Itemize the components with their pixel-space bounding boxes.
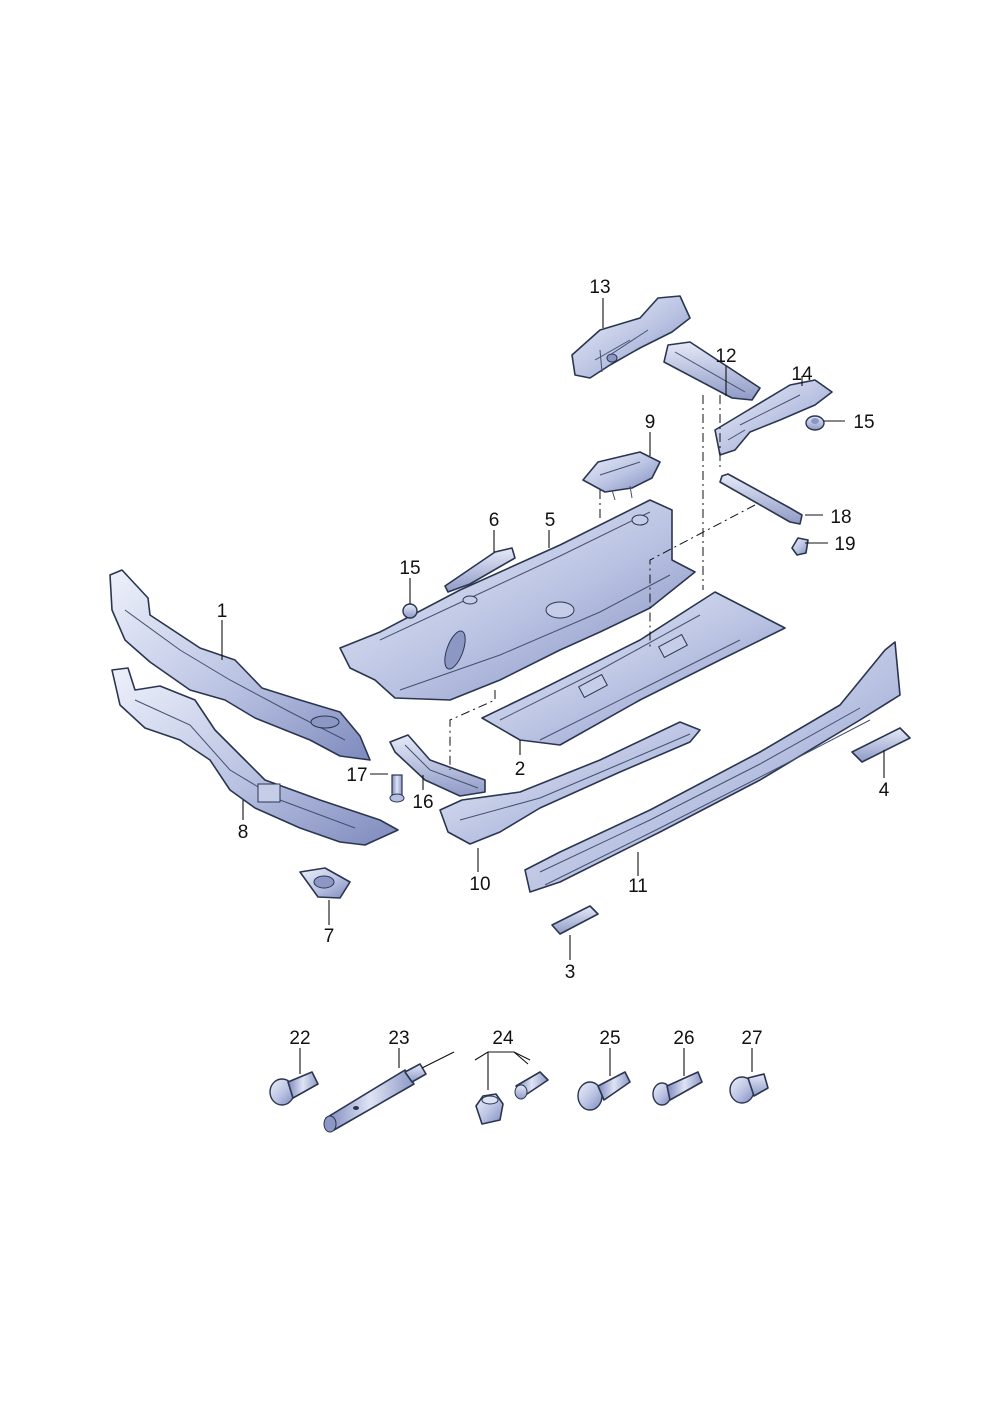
part-25-push-pin bbox=[577, 1048, 631, 1111]
part-8-long-member bbox=[111, 667, 399, 846]
part-23-tube bbox=[323, 1048, 455, 1133]
label-8: 8 bbox=[238, 822, 249, 843]
part-4-clip-plate bbox=[851, 727, 911, 763]
part-16-bracket bbox=[389, 734, 486, 797]
part-18-strap bbox=[719, 473, 803, 525]
callout-labels: 13 12 14 15 9 6 5 18 19 15 1 2 17 16 4 8… bbox=[217, 277, 890, 1049]
label-15-top: 15 bbox=[853, 412, 874, 433]
label-9: 9 bbox=[645, 412, 656, 433]
label-6: 6 bbox=[489, 510, 500, 531]
label-18: 18 bbox=[830, 507, 851, 528]
label-13: 13 bbox=[589, 277, 610, 298]
part-26-push-pin bbox=[652, 1048, 703, 1106]
part-24-fasteners bbox=[474, 1051, 549, 1125]
part-5-tunnel bbox=[339, 499, 696, 701]
label-3: 3 bbox=[565, 962, 576, 983]
part-2-floor-panel bbox=[481, 591, 786, 746]
part-15-nut-lower bbox=[402, 603, 418, 619]
leader-lines bbox=[221, 298, 885, 960]
label-19: 19 bbox=[834, 534, 855, 555]
part-3-clip-plate bbox=[551, 905, 599, 935]
label-1: 1 bbox=[217, 601, 228, 622]
label-23: 23 bbox=[388, 1028, 409, 1049]
label-15-lower: 15 bbox=[399, 558, 420, 579]
label-14: 14 bbox=[791, 364, 813, 385]
part-12-rail bbox=[663, 341, 761, 401]
assembly-lines bbox=[449, 395, 756, 770]
label-25: 25 bbox=[599, 1028, 620, 1049]
part-22-push-pin bbox=[269, 1048, 319, 1106]
part-13-crossmember-bracket bbox=[571, 295, 691, 379]
part-10-sill-inner bbox=[439, 721, 701, 845]
part-7-cap bbox=[299, 867, 351, 899]
label-24: 24 bbox=[492, 1028, 514, 1049]
label-2: 2 bbox=[515, 759, 526, 780]
label-26: 26 bbox=[673, 1028, 694, 1049]
label-12: 12 bbox=[715, 346, 736, 367]
label-22: 22 bbox=[289, 1028, 310, 1049]
label-10: 10 bbox=[469, 874, 490, 895]
part-1-long-member bbox=[109, 569, 371, 761]
part-15-nut-top bbox=[805, 415, 825, 431]
part-19-clip bbox=[791, 537, 809, 556]
part-11-sill-outer bbox=[524, 641, 901, 893]
label-4: 4 bbox=[879, 780, 890, 801]
part-14-bracket bbox=[714, 379, 833, 456]
label-7: 7 bbox=[324, 926, 335, 947]
label-11: 11 bbox=[628, 876, 648, 897]
part-17-bolt bbox=[389, 774, 405, 803]
part-6-bracket bbox=[444, 547, 516, 593]
label-16: 16 bbox=[412, 792, 433, 813]
label-5: 5 bbox=[545, 510, 556, 531]
part-27-cap bbox=[729, 1048, 769, 1104]
label-17: 17 bbox=[346, 765, 367, 786]
label-27: 27 bbox=[741, 1028, 762, 1049]
part-9-bracket bbox=[582, 451, 661, 501]
